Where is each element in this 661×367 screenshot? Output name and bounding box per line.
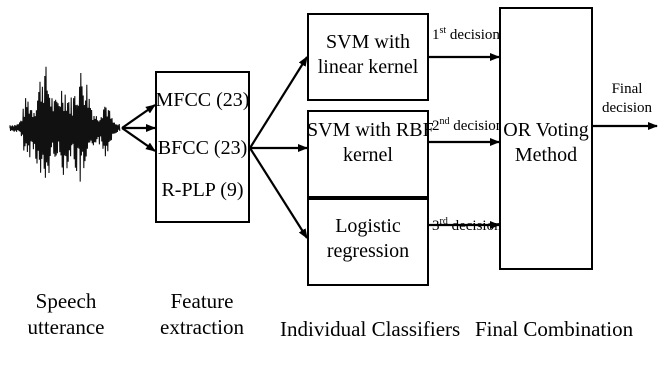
classifier-box-svm-linear <box>307 13 429 101</box>
speech-waveform <box>9 66 121 182</box>
classifier-box-logistic <box>307 198 429 286</box>
decision-label-1: 1st decision <box>432 25 500 43</box>
feature-bfcc: BFCC (23) <box>157 137 248 159</box>
decision-arrows <box>429 53 500 229</box>
voting-box <box>499 7 593 270</box>
feature-rplp: R-PLP (9) <box>161 179 244 201</box>
caption-classifiers: Individual Classifiers <box>280 317 461 341</box>
feature-to-classifier-arrows <box>249 56 308 239</box>
decision-label-3: 3rd decision <box>432 216 502 234</box>
feature-box <box>155 71 250 223</box>
feature-mfcc: MFCC (23) <box>155 89 250 111</box>
decision-label-2: 2nd decision <box>432 116 504 134</box>
classifier-box-svm-rbf <box>307 110 429 198</box>
wave-to-feature-arrows <box>121 104 156 152</box>
caption-combination: Final Combination <box>475 317 634 341</box>
